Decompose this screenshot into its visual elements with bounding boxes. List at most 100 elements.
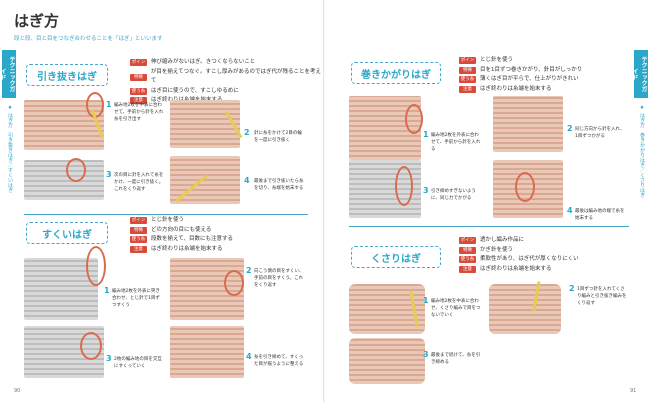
step-number: 2 (246, 266, 252, 275)
spec-row: 使う糸薄くはぎ目が平らで、仕上がりがきれい (459, 75, 582, 85)
yarn-illustration (224, 270, 244, 296)
yarn-illustration (405, 104, 423, 134)
spec-row: 使う糸柔軟性があり、はぎ代が厚くなりにくい (459, 255, 579, 265)
spec-row: 注意はぎ終わりは糸端を始末する (459, 265, 579, 275)
spec-text: はぎ目に使うので、すこしゆるめに (151, 87, 239, 94)
page-title: はぎ方 (14, 12, 60, 30)
spec-text: はぎ終わりは糸端を始末する (480, 265, 552, 272)
spec-tag: 特徴 (459, 246, 476, 254)
spec-row: ポイントとじ針を使う (130, 216, 233, 230)
step-text: 編み地2枚を中表に合わせ、くさり編みで目をつないでいく (431, 299, 481, 318)
spec-tag: 注意 (459, 85, 476, 93)
spec-text: はぎ終わりは糸端を始末する (151, 245, 223, 252)
section-heading-kusari: くさりはぎ (351, 246, 441, 268)
spec-text: はぎ終わりは糸端を始末する (480, 85, 552, 92)
spec-row: 特徴目を1目ずつ巻きかがり、針目がしっかり (459, 66, 582, 76)
spec-text: 薄くはぎ目が平らで、仕上がりがきれい (480, 76, 579, 82)
step-text: 編み地2枚を外表に合わせて、手前から針を入れる (431, 133, 481, 152)
step-text: 1目ずつ針を入れてくさり編みと引き抜き編みをくり返す (577, 287, 627, 306)
page-number: 90 (14, 388, 21, 394)
step-number: 3 (106, 170, 112, 179)
step-number: 2 (569, 284, 575, 293)
side-sub-label: ♦ はぎ方 巻きかがりはぎ／くさりはぎ (639, 105, 645, 198)
step-text: 編み地2枚を中表に合わせて、手前から針を入れ糸を引き出す (114, 103, 164, 122)
knit-fabric-illustration (170, 156, 240, 204)
spec-tag: 注意 (130, 97, 147, 105)
spec-row: 注意はぎ終わりは糸端を始末する (130, 245, 233, 255)
spec-tag: 使う糸 (459, 256, 476, 264)
spec-text: 透かし編み作品に (480, 237, 525, 243)
spec-row: ポイントとじ針を使う (459, 56, 582, 70)
yarn-illustration (515, 172, 535, 202)
spec-row: ポイント伸び縮みがないはぎ。きつくならないこと (130, 58, 325, 73)
step-text: 糸を引き締めて、すくった目が揃うように整える (254, 355, 304, 367)
spec-list: ポイント伸び縮みがないはぎ。きつくならないこと 特徴が目を揃えてつなぐ。すこし厚… (130, 58, 325, 106)
step-text: 向こう側の目をすくい、手前の目をすくう。これをくり返す (254, 269, 304, 288)
spec-tag: 注意 (130, 245, 147, 253)
step-text: 次の目に針を入れて糸をかけ、一度に引き抜く。これをくり返す (114, 173, 164, 192)
knit-fabric-illustration (493, 96, 563, 152)
spec-text: が目を揃えてつなぐ。すこし厚みがあるのではぎ代が残ることを考えて (150, 68, 321, 85)
step-number: 1 (423, 296, 429, 305)
section-divider (24, 214, 308, 215)
spec-text: とじ針を使う (480, 57, 514, 63)
spec-tag: 特徴 (459, 66, 476, 74)
spec-tag: ポイント (459, 237, 476, 250)
spec-row: 使う糸段数を揃えて、目数にも注意する (130, 235, 233, 245)
side-tab: テクニックガイド (631, 50, 648, 98)
step-number: 3 (423, 186, 429, 195)
yarn-illustration (80, 332, 102, 360)
spec-tag: 使う糸 (130, 87, 147, 95)
intro-text: 段と段、目と目をつなぎ合わせることを「はぎ」といいます (14, 36, 163, 42)
step-number: 3 (106, 354, 112, 363)
spec-text: とじ針を使う (151, 217, 185, 223)
spec-tag: 特徴 (130, 226, 147, 234)
spec-tag: 特徴 (130, 73, 147, 81)
spec-text: 伸び縮みがないはぎ。きつくならないこと (151, 59, 256, 65)
yarn-illustration (66, 158, 86, 182)
step-text: 同じ方向から針を入れ、1目ずつかがる (575, 127, 625, 139)
lace-fabric-illustration (349, 338, 425, 384)
page-number: 91 (630, 388, 637, 394)
spec-text: 目を1目ずつ巻きかがり、針目がしっかり (480, 66, 583, 73)
knit-fabric-illustration (170, 326, 244, 378)
section-heading-makikagari: 巻きかがりはぎ (351, 62, 441, 84)
step-number: 4 (244, 176, 250, 185)
step-text: 針に糸をかけて2目の輪を一度に引き抜く (254, 131, 302, 143)
step-number: 3 (423, 350, 429, 359)
spec-row: 注意はぎ終わりは糸端を始末する (459, 85, 582, 95)
side-sub-label: ♦ はぎ方 引き抜きはぎ／すくいはぎ (7, 105, 13, 193)
step-number: 1 (423, 130, 429, 139)
yarn-illustration (86, 246, 106, 286)
right-page: テクニックガイド ♦ はぎ方 巻きかがりはぎ／くさりはぎ 巻きかがりはぎ ポイン… (325, 0, 650, 402)
left-page: はぎ方 段と段、目と目をつなぎ合わせることを「はぎ」といいます テクニックガイド… (2, 12, 325, 394)
step-text: 引き締めすぎないように、同じ力でかがる (431, 189, 476, 201)
step-text: 編み地2枚を外表に突き合わせ、とじ針で1目ずつすくう (112, 289, 160, 308)
knit-fabric-illustration (170, 100, 240, 148)
step-text: 最後まで続けて、糸を引き締める (431, 353, 481, 365)
knit-fabric-illustration (24, 258, 98, 320)
spec-tag: ポイント (459, 57, 476, 70)
spec-text: どの方向の目にも使える (151, 226, 212, 233)
section-divider (349, 226, 629, 227)
spec-row: 特徴が目を揃えてつなぐ。すこし厚みがあるのではぎ代が残ることを考えて (130, 68, 325, 87)
lace-fabric-illustration (489, 284, 561, 334)
spec-row: 特徴かぎ針を使う (459, 246, 579, 256)
step-number: 1 (104, 286, 110, 295)
yarn-illustration (395, 166, 413, 206)
step-number: 2 (567, 124, 573, 133)
section-heading-hikinuki: 引き抜きはぎ (26, 64, 108, 86)
step-number: 4 (567, 206, 573, 215)
spec-tag: 使う糸 (459, 76, 476, 84)
spec-tag: ポイント (130, 217, 147, 230)
step-number: 1 (106, 100, 112, 109)
step-number: 4 (246, 352, 252, 361)
step-text: 2枚の編み地の目を交互にすくっていく (114, 357, 162, 369)
spec-text: かぎ針を使う (480, 246, 514, 253)
section-heading-sukui: すくいはぎ (26, 222, 108, 244)
spec-tag: ポイント (130, 59, 147, 73)
step-text: 最後まで引き抜いたら糸を切り、糸端を始末する (254, 179, 304, 191)
